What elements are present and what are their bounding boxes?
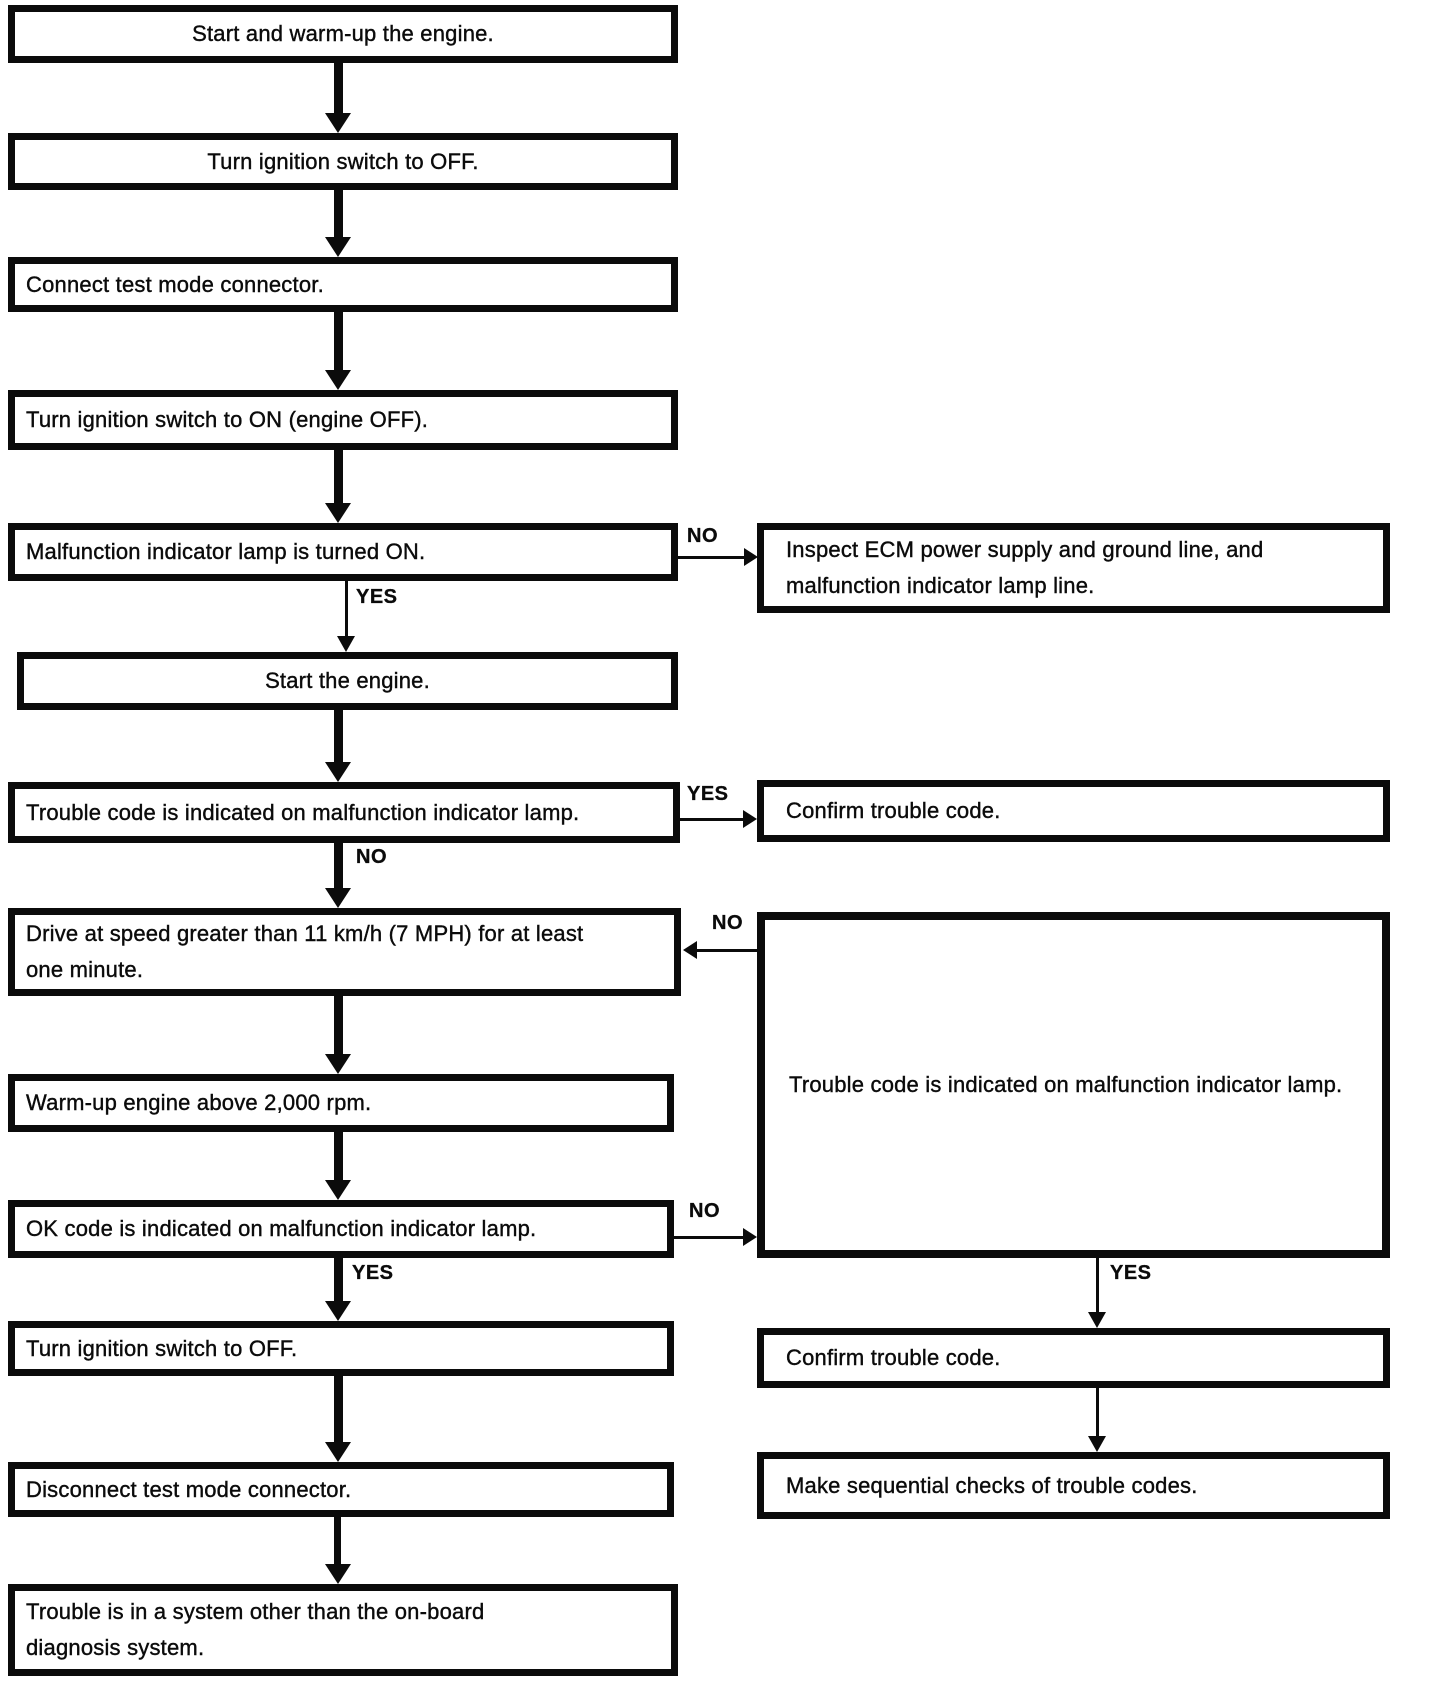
arrow-disconnect-to-trouble-other xyxy=(334,1517,341,1566)
flow-box-drive-speed: Drive at speed greater than 11 km/h (7 M… xyxy=(8,908,681,996)
arrow-ignition-off-to-disconnect xyxy=(334,1376,343,1444)
flow-box-label: Confirm trouble code. xyxy=(786,1345,1001,1370)
arrowhead-right-icon xyxy=(743,1228,757,1246)
flow-box-confirm-trouble-code-1: Confirm trouble code. xyxy=(757,780,1390,842)
flow-box-label: Turn ignition switch to OFF. xyxy=(207,148,479,174)
flow-box-label: Trouble code is indicated on malfunction… xyxy=(26,799,580,825)
flow-box-label: Inspect ECM power supply and ground line… xyxy=(786,537,1264,598)
arrowhead-down-icon xyxy=(325,1054,351,1074)
flow-box-trouble-other-system: Trouble is in a system other than the on… xyxy=(8,1584,678,1676)
arrowhead-down-icon xyxy=(325,888,351,908)
arrowhead-down-icon xyxy=(325,1564,351,1584)
flow-box-ignition-on: Turn ignition switch to ON (engine OFF). xyxy=(8,390,678,450)
flow-box-mil-turned-on: Malfunction indicator lamp is turned ON. xyxy=(8,523,678,581)
arrowhead-down-icon xyxy=(325,762,351,782)
arrow-ok-code-to-big-box-no xyxy=(674,1236,745,1239)
flow-box-confirm-trouble-code-2: Confirm trouble code. xyxy=(757,1328,1390,1388)
flow-box-label: Start and warm-up the engine. xyxy=(192,21,494,46)
edge-label-yes: YES xyxy=(356,586,398,608)
arrow-trouble-code-to-confirm-yes xyxy=(680,818,745,821)
arrow-warmup-to-ok-code xyxy=(334,1132,343,1182)
flow-box-inspect-ecm: Inspect ECM power supply and ground line… xyxy=(757,523,1390,613)
arrowhead-down-icon xyxy=(337,636,355,652)
arrow-ignition-on-to-mil xyxy=(334,450,343,505)
flow-box-trouble-code-lamp-big: Trouble code is indicated on malfunction… xyxy=(757,912,1390,1258)
arrow-ignition-off-to-connect xyxy=(334,190,343,239)
flow-box-warmup-rpm: Warm-up engine above 2,000 rpm. xyxy=(8,1074,674,1132)
flow-box-disconnect-test-connector: Disconnect test mode connector. xyxy=(8,1462,674,1517)
edge-label-no: NO xyxy=(689,1200,720,1222)
flow-box-label: Connect test mode connector. xyxy=(26,271,324,297)
arrow-connect-to-ignition-on xyxy=(334,312,343,372)
edge-label-yes: YES xyxy=(687,783,729,805)
arrow-confirm-to-sequential-checks xyxy=(1096,1388,1099,1438)
edge-label-no: NO xyxy=(712,912,743,934)
arrowhead-right-icon xyxy=(743,810,757,828)
arrowhead-left-icon xyxy=(683,941,697,959)
flow-box-label: Turn ignition switch to ON (engine OFF). xyxy=(26,407,429,432)
edge-label-yes: YES xyxy=(1110,1262,1152,1284)
arrowhead-down-icon xyxy=(1088,1312,1106,1328)
arrow-big-box-to-drive-no xyxy=(695,949,758,952)
arrowhead-down-icon xyxy=(325,503,351,523)
flow-box-label: Drive at speed greater than 11 km/h (7 M… xyxy=(26,921,584,982)
flow-box-trouble-code-lamp: Trouble code is indicated on malfunction… xyxy=(8,782,680,843)
arrow-ok-code-to-ignition-off-yes xyxy=(334,1258,343,1303)
arrowhead-down-icon xyxy=(1088,1436,1106,1452)
arrow-start-warmup-to-ignition-off xyxy=(334,63,343,115)
flow-box-label: Malfunction indicator lamp is turned ON. xyxy=(26,539,426,564)
arrow-mil-to-inspect-ecm-no xyxy=(678,556,746,559)
edge-label-no: NO xyxy=(687,525,718,547)
edge-label-no: NO xyxy=(356,846,387,868)
flow-box-label: OK code is indicated on malfunction indi… xyxy=(26,1216,537,1241)
arrowhead-down-icon xyxy=(325,1180,351,1200)
flow-box-label: Turn ignition switch to OFF. xyxy=(26,1335,298,1361)
flow-box-label: Trouble code is indicated on malfunction… xyxy=(789,1072,1343,1097)
flow-box-label: Trouble is in a system other than the on… xyxy=(26,1599,485,1660)
flow-box-ok-code-lamp: OK code is indicated on malfunction indi… xyxy=(8,1200,674,1258)
flow-box-label: Confirm trouble code. xyxy=(786,798,1001,823)
arrowhead-right-icon xyxy=(744,548,758,566)
arrowhead-down-icon xyxy=(325,1442,351,1462)
flow-box-make-sequential-checks: Make sequential checks of trouble codes. xyxy=(757,1452,1390,1519)
flow-box-start-engine: Start the engine. xyxy=(17,652,678,710)
flow-box-label: Disconnect test mode connector. xyxy=(26,1476,352,1502)
arrowhead-down-icon xyxy=(325,113,351,133)
flow-box-start-warmup: Start and warm-up the engine. xyxy=(8,5,678,63)
flow-box-ignition-off-1: Turn ignition switch to OFF. xyxy=(8,133,678,190)
arrowhead-down-icon xyxy=(325,1301,351,1321)
arrow-trouble-code-to-drive-no xyxy=(334,843,343,890)
arrow-start-engine-to-trouble-code xyxy=(334,710,343,764)
flow-box-ignition-off-2: Turn ignition switch to OFF. xyxy=(8,1321,674,1376)
flow-box-connect-test-connector: Connect test mode connector. xyxy=(8,257,678,312)
flow-box-label: Start the engine. xyxy=(265,668,430,693)
arrow-mil-to-start-engine-yes xyxy=(345,581,348,638)
arrowhead-down-icon xyxy=(325,237,351,257)
edge-label-yes: YES xyxy=(352,1262,394,1284)
arrow-drive-to-warmup xyxy=(334,996,343,1056)
flow-box-label: Warm-up engine above 2,000 rpm. xyxy=(26,1090,372,1115)
arrow-big-box-to-confirm-yes xyxy=(1096,1258,1099,1314)
arrowhead-down-icon xyxy=(325,370,351,390)
flow-box-label: Make sequential checks of trouble codes. xyxy=(786,1472,1198,1498)
